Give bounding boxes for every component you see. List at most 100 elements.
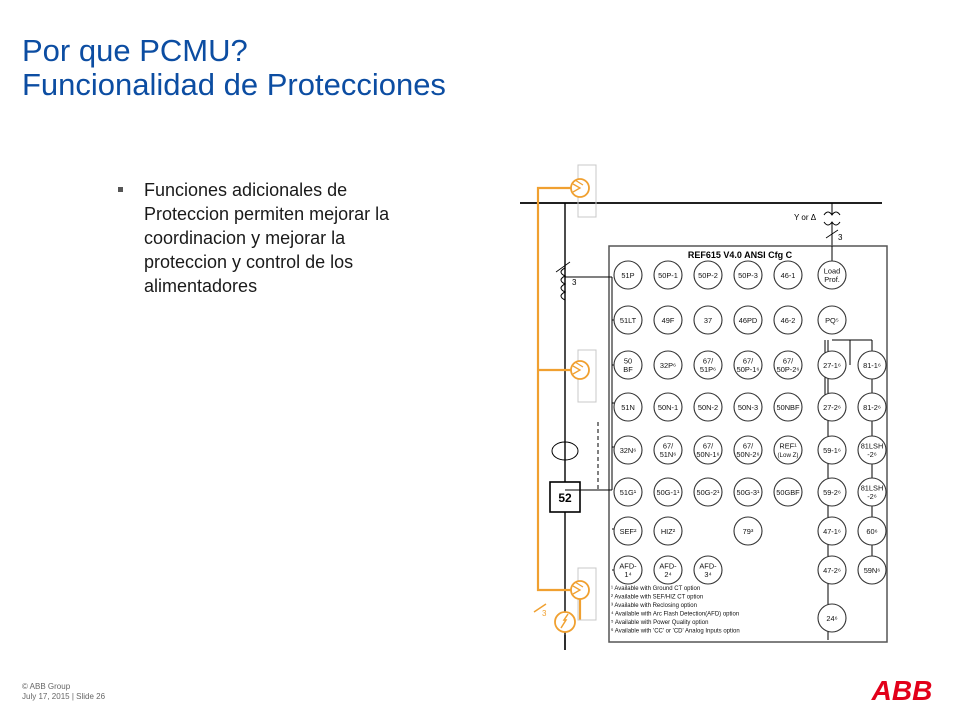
function-label: 50N-2 bbox=[698, 403, 718, 412]
function-circle: 32N⁶ bbox=[613, 435, 643, 465]
function-circle: 50G-3¹ bbox=[733, 477, 763, 507]
function-circle: 50N-3 bbox=[733, 392, 763, 422]
function-circle: SEF² bbox=[613, 516, 643, 546]
function-circle-shape bbox=[733, 350, 763, 380]
function-circle: AFD-2⁴ bbox=[653, 555, 683, 585]
function-label: -2⁶ bbox=[867, 492, 877, 501]
bullet-item: Funciones adicionales de Proteccion perm… bbox=[118, 178, 418, 298]
function-circle-shape bbox=[733, 305, 763, 335]
function-circle: 50GBF bbox=[773, 477, 803, 507]
function-circle: 50N-1 bbox=[653, 392, 683, 422]
function-label: 67/ bbox=[743, 442, 754, 451]
function-label: HIZ² bbox=[661, 527, 676, 536]
function-circle-shape bbox=[613, 260, 643, 290]
function-circle-shape bbox=[857, 392, 887, 422]
function-label: 50G-3¹ bbox=[736, 488, 760, 497]
function-circle: 50G-2¹ bbox=[693, 477, 723, 507]
bullet-list: Funciones adicionales de Proteccion perm… bbox=[118, 178, 418, 298]
function-circle-shape bbox=[773, 435, 803, 465]
function-circle-shape bbox=[613, 435, 643, 465]
function-label: 50 bbox=[624, 357, 632, 366]
function-circle-shape bbox=[817, 516, 847, 546]
function-circle-shape bbox=[857, 477, 887, 507]
function-circle: 47-2⁶ bbox=[817, 555, 847, 585]
function-circle: 59-2⁶ bbox=[817, 477, 847, 507]
function-label: (Low Z) bbox=[778, 452, 799, 459]
function-label: Prof. bbox=[824, 275, 840, 284]
function-circle: 47-1⁶ bbox=[817, 516, 847, 546]
footnote-line: ³ Available with Reclosing option bbox=[611, 603, 697, 609]
function-circle: 67/50P-1⁶ bbox=[733, 350, 763, 380]
square-bullet-icon bbox=[118, 187, 123, 192]
title-line-2: Funcionalidad de Protecciones bbox=[22, 67, 446, 102]
function-label: 51P⁶ bbox=[700, 365, 716, 374]
function-circle-shape bbox=[693, 392, 723, 422]
function-label: 81-2⁶ bbox=[863, 403, 881, 412]
function-circle: 50G-1¹ bbox=[653, 477, 683, 507]
function-label: 27-2⁶ bbox=[823, 403, 841, 412]
function-circle-shape bbox=[817, 305, 847, 335]
function-circle-shape bbox=[613, 350, 643, 380]
function-label: 51N bbox=[621, 403, 635, 412]
function-label: 32N⁶ bbox=[620, 446, 637, 455]
function-circle: 67/50P-2⁶ bbox=[773, 350, 803, 380]
breaker-box bbox=[549, 481, 581, 513]
function-label: 51N⁶ bbox=[660, 450, 677, 459]
function-label: 3⁴ bbox=[704, 570, 711, 579]
function-circle-shape bbox=[817, 435, 847, 465]
function-label: 81LSH bbox=[861, 484, 884, 493]
ct-count-bottom: 3 bbox=[542, 609, 547, 618]
function-label: Load bbox=[824, 267, 840, 276]
function-circle-shape bbox=[733, 516, 763, 546]
function-circle: AFD-1⁴ bbox=[613, 555, 643, 585]
function-circle: PQ⁵ bbox=[817, 305, 847, 335]
function-circle: 50P-3 bbox=[733, 260, 763, 290]
function-label: 27-1⁶ bbox=[823, 361, 841, 370]
function-label: 51LT bbox=[620, 316, 637, 325]
function-label: AFD- bbox=[619, 562, 637, 571]
current-transformer-icon bbox=[560, 267, 567, 301]
core-balance-ct-icon bbox=[551, 441, 579, 461]
protection-single-line-diagram: 3 3 52 Y or Δ 3 REF615 V4.0 ANSI Cfg C 5… bbox=[520, 164, 888, 650]
function-circle: 46-2 bbox=[773, 305, 803, 335]
function-label: 50G-1¹ bbox=[656, 488, 680, 497]
function-label: 50N-3 bbox=[738, 403, 758, 412]
function-label: -2⁶ bbox=[867, 450, 877, 459]
function-circle: 67/50N-1⁶ bbox=[693, 435, 723, 465]
function-circle: 81LSH-2⁶ bbox=[857, 435, 887, 465]
function-circle-shape bbox=[693, 555, 723, 585]
function-circle: HIZ² bbox=[653, 516, 683, 546]
function-label: AFD- bbox=[699, 562, 717, 571]
function-circle-shape bbox=[773, 477, 803, 507]
function-label: 1⁴ bbox=[624, 570, 631, 579]
function-circle-shape bbox=[773, 350, 803, 380]
function-label: 59-2⁶ bbox=[823, 488, 841, 497]
footnote-line: ⁴ Available with Arc Flash Detection(AFD… bbox=[611, 611, 739, 618]
orange-signal-line bbox=[536, 186, 580, 592]
function-circle: 67/51N⁶ bbox=[653, 435, 683, 465]
function-label: 59-1⁶ bbox=[823, 446, 841, 455]
function-circle-shape bbox=[653, 435, 683, 465]
function-circle: AFD-3⁴ bbox=[693, 555, 723, 585]
arc-sensor-icon bbox=[570, 360, 590, 380]
function-label: BF bbox=[623, 365, 633, 374]
function-circle: 24⁶ bbox=[817, 603, 847, 633]
title-line-1: Por que PCMU? bbox=[22, 33, 248, 68]
function-label: 50GBF bbox=[776, 488, 800, 497]
function-circle-shape bbox=[693, 350, 723, 380]
function-label: 50NBF bbox=[776, 403, 799, 412]
function-label: 67/ bbox=[783, 357, 794, 366]
function-circle: 50P-1 bbox=[653, 260, 683, 290]
function-circle-shape bbox=[857, 350, 887, 380]
function-circle-shape bbox=[653, 350, 683, 380]
function-label: 79³ bbox=[743, 527, 754, 536]
arc-sensor-icon bbox=[570, 580, 590, 600]
yd-label: Y or Δ bbox=[794, 213, 817, 222]
ct-count-left: 3 bbox=[572, 278, 577, 287]
function-circle-shape bbox=[773, 392, 803, 422]
function-circle: 51N bbox=[613, 392, 643, 422]
function-circle-shape bbox=[857, 555, 887, 585]
breaker-label: 52 bbox=[558, 491, 572, 505]
